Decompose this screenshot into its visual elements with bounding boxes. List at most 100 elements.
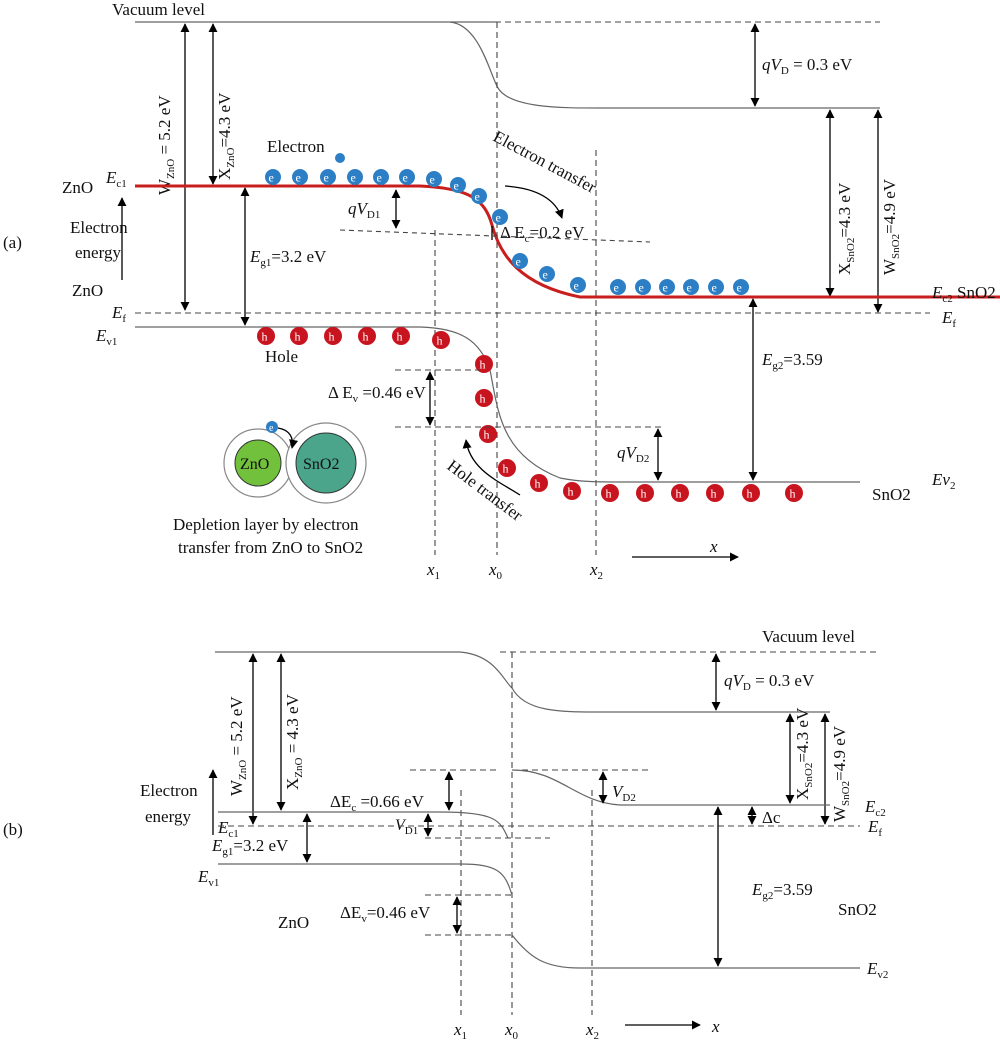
b-valence-band-zno (218, 863, 513, 896)
b-delta-ec-label: ΔEc =0.66 eV (330, 792, 425, 814)
svg-text:h: h (568, 485, 574, 499)
sphere-transfer-arrow (277, 427, 299, 449)
a-delta-ev-label: Δ Ev =0.46 eV (328, 383, 427, 405)
b-x0-label: x0 (504, 1020, 519, 1042)
b-vacuum-level-label: Vacuum level (762, 627, 855, 646)
svg-text:h: h (480, 392, 486, 406)
a-w-zno-label: WZnO = 5.2 eV (155, 95, 177, 195)
electron: e (610, 279, 626, 295)
a-sno2-right-label: SnO2 (872, 485, 911, 504)
b-conduction-band-zno (218, 811, 509, 839)
a-ev2-label: Ev2 (931, 470, 955, 492)
zno-sphere (234, 439, 282, 487)
svg-text:h: h (503, 462, 509, 476)
svg-text:h: h (484, 428, 490, 442)
svg-text:e: e (403, 171, 408, 185)
hole: h (601, 484, 619, 502)
electron: e (320, 169, 336, 185)
a-caption-line-1: Depletion layer by electron (173, 515, 359, 534)
electron: e (492, 209, 508, 225)
svg-text:e: e (639, 281, 644, 295)
sno2-sphere (295, 432, 357, 494)
a-qvd1-dash (339, 229, 651, 243)
b-valence-band-sno2 (511, 934, 860, 969)
b-x-axis-label: x (711, 1017, 720, 1036)
electron: e (635, 279, 651, 295)
a-electron-energy-label-2: energy (75, 243, 121, 262)
svg-text:e: e (324, 171, 329, 185)
b-x1-label: x1 (453, 1020, 467, 1042)
hole: h (530, 474, 548, 492)
svg-text:h: h (711, 487, 717, 501)
b-x-sno2-label: XSnO2=4.3 eV (793, 707, 815, 800)
electron: e (733, 279, 749, 295)
b-zno-label: ZnO (278, 913, 309, 932)
electron: e (450, 177, 466, 193)
b-vd1-label: VD1 (395, 817, 418, 837)
hole: h (706, 484, 724, 502)
a-hole-transfer-arrow (462, 439, 521, 496)
svg-text:h: h (747, 487, 753, 501)
hole: h (475, 389, 493, 407)
hole: h (498, 459, 516, 477)
svg-text:e: e (574, 279, 579, 293)
electron: e (426, 171, 442, 187)
panel-a-label: (a) (3, 233, 22, 252)
b-eg2-label: Eg2=3.59 (751, 880, 813, 902)
hole: h (257, 327, 275, 345)
electron: e (399, 169, 415, 185)
zno-sphere-label: ZnO (240, 456, 269, 473)
b-delta-ev-label: ΔEv=0.46 eV (340, 903, 431, 925)
panel-b: (b) Vacuum level WZnO = 5.2 eV XZnO = 4.… (3, 627, 888, 1042)
svg-text:h: h (480, 358, 486, 372)
a-zno-lower-label: ZnO (72, 281, 103, 300)
electron: e (659, 279, 675, 295)
b-x2-label: x2 (585, 1020, 599, 1042)
svg-text:h: h (363, 330, 369, 344)
svg-text:e: e (737, 281, 742, 295)
hole: h (785, 484, 803, 502)
svg-text:e: e (296, 171, 301, 185)
a-zno-left-label: ZnO (62, 178, 93, 197)
a-electron-energy-label-1: Electron (70, 218, 128, 237)
a-vacuum-level-curve (449, 21, 880, 109)
svg-text:h: h (437, 334, 443, 348)
electron: e (265, 169, 281, 185)
a-ec2-label: Ec2 SnO2 (931, 283, 996, 305)
b-ev2-label: Ev2 (866, 959, 888, 981)
a-x1-label: x1 (426, 560, 440, 582)
hole: h (432, 331, 450, 349)
svg-text:e: e (516, 255, 521, 269)
hole: h (475, 355, 493, 373)
svg-text:e: e (496, 211, 501, 225)
electron: e (570, 277, 586, 293)
a-qvd1-label: qVD1 (348, 199, 380, 221)
sno2-sphere-label: SnO2 (303, 456, 339, 473)
hole: h (563, 482, 581, 500)
a-valence-band (135, 326, 860, 483)
a-x-zno-label: XZnO=4.3 eV (215, 92, 237, 180)
a-x-axis-label: x (709, 537, 718, 556)
a-electron-transfer-arrow (504, 185, 564, 219)
b-ec2-label: Ec2 (864, 797, 886, 819)
hole: h (742, 484, 760, 502)
b-ev1-label: Ev1 (197, 867, 219, 889)
b-qvd-label: qVD = 0.3 eV (724, 671, 815, 693)
electron: e (683, 279, 699, 295)
panel-b-label: (b) (3, 820, 23, 839)
a-delta-ec-label: Δ Ec=0.2 eV (500, 223, 585, 245)
a-electron-label: Electron (267, 137, 325, 156)
a-nanoparticle-spheres: ZnO SnO2 e (223, 421, 367, 504)
svg-text:e: e (614, 281, 619, 295)
a-ec1-label: Ec1 (105, 168, 127, 190)
electron: e (347, 169, 363, 185)
a-holes: h h h h h h h h h h h h h h h h h h (257, 327, 803, 502)
a-qvd-label: qVD = 0.3 eV (762, 55, 853, 77)
a-caption-line-2: transfer from ZnO to SnO2 (178, 538, 363, 557)
svg-text:h: h (535, 477, 541, 491)
b-electron-energy-label-2: energy (145, 807, 191, 826)
a-free-electron (335, 153, 345, 163)
b-eg1-label: Eg1=3.2 eV (211, 836, 289, 858)
b-vacuum-level-curve (459, 651, 830, 713)
